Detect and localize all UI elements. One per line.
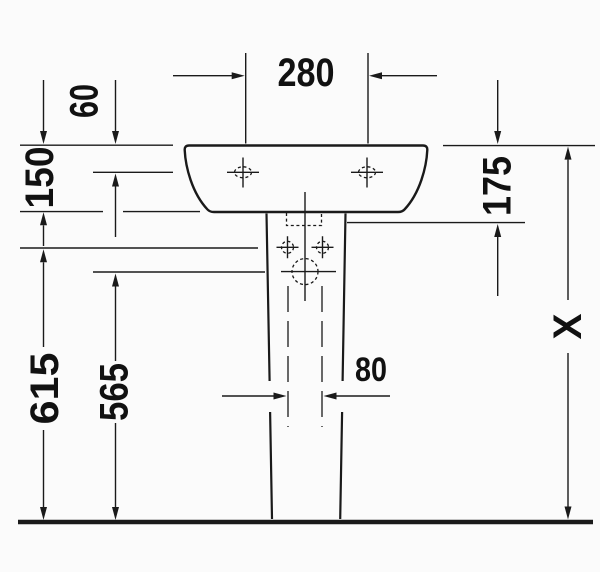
dim-label-565: 565: [93, 363, 137, 421]
drain-box: [285, 213, 323, 227]
dimension-175: 175: [476, 80, 520, 296]
dim-label-x: X: [546, 313, 590, 339]
arrow-down-icon: [40, 507, 47, 520]
dim-label-150: 150: [18, 147, 62, 209]
arrow-up-icon: [494, 224, 502, 237]
arrow-up-icon: [564, 146, 572, 160]
arrow-right-icon: [273, 392, 287, 400]
arrow-down-icon: [112, 131, 119, 144]
arrow-right-icon: [231, 72, 245, 80]
dim-label-60: 60: [63, 84, 107, 118]
arrow-down-icon: [112, 507, 119, 520]
dimension-615: 615: [23, 249, 67, 520]
dim-label-80: 80: [355, 351, 387, 389]
dim-label-615: 615: [23, 353, 67, 425]
dimension-565: 565: [93, 273, 137, 520]
arrow-left-icon: [323, 392, 337, 400]
reference-lines: [20, 144, 595, 273]
arrow-down-icon: [564, 506, 572, 520]
pedestal-outline: [265, 213, 347, 520]
arrow-up-icon: [40, 249, 47, 263]
washbasin-outline: [183, 144, 429, 214]
tap-hole-right-icon: [351, 157, 383, 188]
arrow-up-icon: [112, 273, 119, 287]
arrow-up-icon: [112, 173, 119, 187]
tap-hole-left-icon: [227, 157, 259, 188]
dimension-x: X: [546, 146, 590, 520]
dim-label-175: 175: [476, 156, 520, 216]
fixing-hole-left-icon: [276, 236, 299, 259]
arrow-down-icon: [494, 131, 502, 144]
arrow-up-icon: [40, 212, 47, 226]
drain-symbol-icon: [281, 257, 336, 286]
fixing-hole-right-icon: [311, 236, 334, 259]
arrow-down-icon: [40, 131, 47, 144]
arrow-left-icon: [369, 72, 382, 80]
dimension-280: 280: [173, 51, 437, 144]
cavity-dashed-lines: [287, 286, 323, 427]
dim-label-280: 280: [278, 51, 335, 95]
dimension-80: 80: [222, 351, 390, 400]
dimension-150: 150: [18, 80, 62, 246]
dimension-60: 60: [63, 80, 119, 237]
